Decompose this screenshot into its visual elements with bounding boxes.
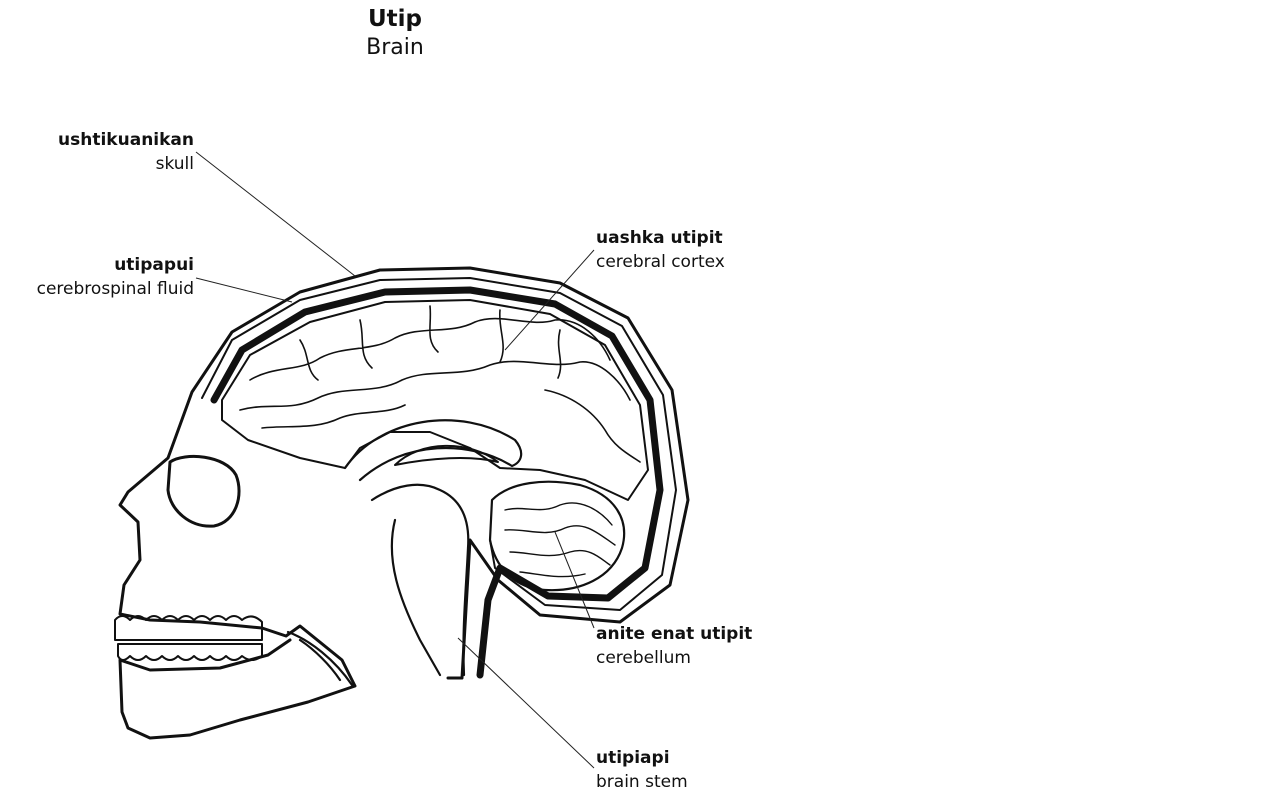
title-english: Brain xyxy=(330,34,460,62)
skull-leader xyxy=(196,152,355,276)
label-cortex: uashka utipit cerebral cortex xyxy=(596,226,725,274)
label-brainstem-english: brain stem xyxy=(596,770,688,794)
corpus-callosum xyxy=(345,420,521,480)
diagram-title: Utip Brain xyxy=(330,4,460,62)
label-csf-english: cerebrospinal fluid xyxy=(37,277,194,301)
title-term: Utip xyxy=(330,4,460,34)
lower-teeth xyxy=(118,644,262,660)
csf-leader xyxy=(196,278,292,302)
label-cerebellum: anite enat utipit cerebellum xyxy=(596,622,752,670)
cerebellum-folia xyxy=(505,503,615,577)
csf-band xyxy=(214,290,660,675)
upper-teeth xyxy=(115,616,262,640)
label-brainstem-term: utipiapi xyxy=(596,746,688,770)
label-cerebellum-english: cerebellum xyxy=(596,646,752,670)
eye-socket xyxy=(168,456,239,526)
brainstem-shape xyxy=(372,485,468,675)
brainstem-leader xyxy=(458,638,594,768)
label-skull-term: ushtikuanikan xyxy=(58,128,194,152)
cerebellum-leader xyxy=(555,532,594,628)
label-cortex-english: cerebral cortex xyxy=(596,250,725,274)
label-csf-term: utipapui xyxy=(37,253,194,277)
label-skull: ushtikuanikan skull xyxy=(58,128,194,176)
gyri-lines xyxy=(240,306,640,462)
label-cortex-term: uashka utipit xyxy=(596,226,725,250)
label-cerebellum-term: anite enat utipit xyxy=(596,622,752,646)
label-csf: utipapui cerebrospinal fluid xyxy=(37,253,194,301)
label-skull-english: skull xyxy=(58,152,194,176)
label-brainstem: utipiapi brain stem xyxy=(596,746,688,794)
